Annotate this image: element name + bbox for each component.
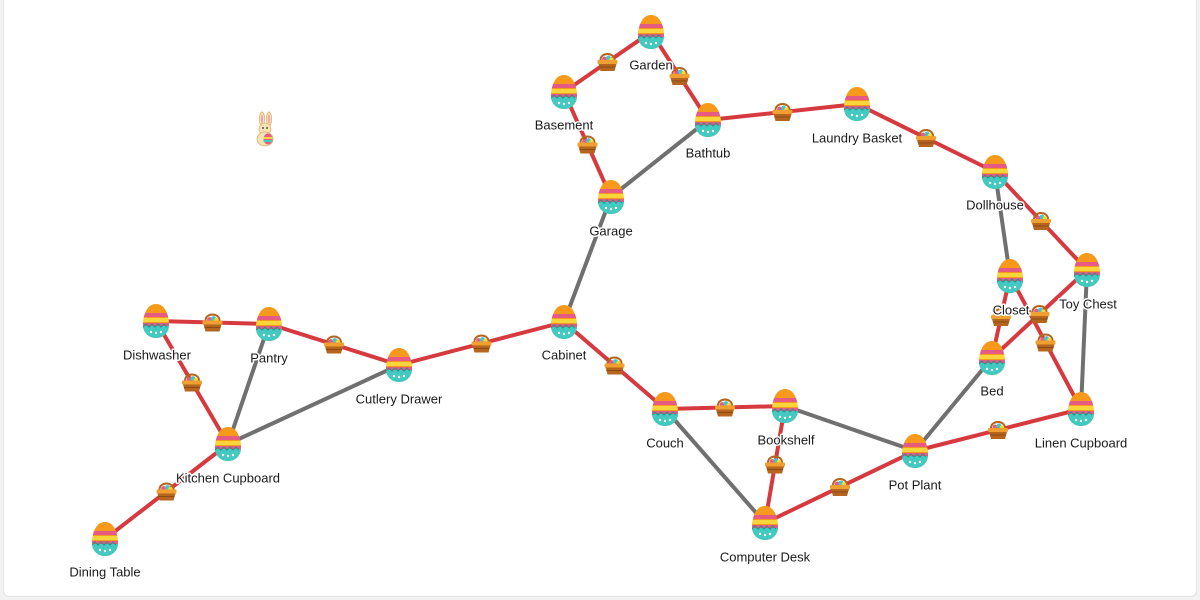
- location-label: Basement: [535, 117, 594, 132]
- path-bed-pot-plant[interactable]: [915, 358, 992, 451]
- easter-egg-icon[interactable]: [978, 340, 1006, 376]
- easter-bunny-icon[interactable]: [257, 112, 273, 146]
- location-pot-plant[interactable]: Pot Plant: [889, 433, 942, 492]
- easter-egg-icon[interactable]: [385, 347, 413, 383]
- location-pantry[interactable]: Pantry: [250, 306, 288, 365]
- path-toy-chest-linen-cupboard[interactable]: [1081, 270, 1087, 409]
- basket-markers-layer: [157, 54, 1056, 501]
- easter-egg-icon[interactable]: [996, 258, 1024, 294]
- easter-egg-icon[interactable]: [981, 154, 1009, 190]
- location-bookshelf[interactable]: Bookshelf: [757, 388, 814, 447]
- easter-egg-icon[interactable]: [597, 179, 625, 215]
- location-label: Pot Plant: [889, 477, 942, 492]
- egg-basket-icon: [765, 457, 785, 474]
- easter-egg-icon[interactable]: [651, 391, 679, 427]
- location-label: Cabinet: [542, 347, 587, 362]
- location-laundry-basket[interactable]: Laundry Basket: [812, 86, 903, 145]
- location-label: Dollhouse: [966, 197, 1024, 212]
- egg-basket-icon: [916, 130, 936, 147]
- easter-egg-icon[interactable]: [550, 74, 578, 110]
- location-label: Couch: [646, 435, 684, 450]
- location-label: Cutlery Drawer: [356, 391, 443, 406]
- egg-basket-icon: [773, 104, 793, 121]
- location-label: Dining Table: [69, 564, 140, 579]
- egg-basket-icon: [324, 337, 344, 354]
- location-label: Garage: [589, 223, 632, 238]
- location-label: Linen Cupboard: [1035, 435, 1128, 450]
- location-toy-chest[interactable]: Toy Chest: [1059, 252, 1117, 311]
- location-computer-desk[interactable]: Computer Desk: [720, 505, 811, 564]
- easter-egg-icon[interactable]: [771, 388, 799, 424]
- easter-egg-icon[interactable]: [550, 304, 578, 340]
- easter-egg-icon[interactable]: [142, 303, 170, 339]
- egg-basket-icon: [203, 315, 223, 332]
- egg-basket-icon: [715, 400, 735, 417]
- location-closet[interactable]: Closet: [993, 258, 1030, 317]
- egg-basket-icon: [598, 54, 618, 71]
- easter-egg-icon[interactable]: [214, 426, 242, 462]
- location-bed[interactable]: Bed: [978, 340, 1006, 398]
- egg-basket-icon: [1030, 306, 1050, 323]
- location-dining-table[interactable]: Dining Table: [69, 521, 140, 579]
- location-basement[interactable]: Basement: [535, 74, 594, 132]
- egg-basket-icon: [605, 358, 625, 375]
- location-label: Bed: [980, 383, 1003, 398]
- location-kitchen-cupboard[interactable]: Kitchen Cupboard: [176, 426, 280, 485]
- easter-egg-icon[interactable]: [1067, 391, 1095, 427]
- location-label: Closet: [993, 302, 1030, 317]
- paths-layer: [105, 32, 1087, 539]
- location-dishwasher[interactable]: Dishwasher: [123, 303, 192, 362]
- egg-basket-icon: [1036, 335, 1056, 352]
- location-label: Bookshelf: [757, 432, 814, 447]
- easter-egg-icon[interactable]: [255, 306, 283, 342]
- easter-egg-icon[interactable]: [91, 521, 119, 557]
- egg-basket-icon: [988, 422, 1008, 439]
- easter-egg-icon[interactable]: [637, 14, 665, 50]
- location-label: Garden: [629, 57, 672, 72]
- location-garage[interactable]: Garage: [589, 179, 632, 238]
- egg-basket-icon: [182, 375, 202, 392]
- egg-basket-icon: [472, 336, 492, 353]
- path-garage-cabinet[interactable]: [564, 197, 611, 322]
- path-couch-computer-desk[interactable]: [665, 409, 765, 523]
- location-label: Laundry Basket: [812, 130, 903, 145]
- egg-basket-icon: [578, 137, 598, 154]
- location-label: Pantry: [250, 350, 288, 365]
- location-label: Bathtub: [686, 145, 731, 160]
- location-label: Computer Desk: [720, 549, 811, 564]
- location-label: Dishwasher: [123, 347, 192, 362]
- egg-basket-icon: [1031, 213, 1051, 230]
- location-linen-cupboard[interactable]: Linen Cupboard: [1035, 391, 1128, 450]
- egg-basket-icon: [830, 479, 850, 496]
- easter-egg-icon[interactable]: [843, 86, 871, 122]
- location-label: Kitchen Cupboard: [176, 470, 280, 485]
- location-label: Toy Chest: [1059, 296, 1117, 311]
- egg-basket-icon: [157, 484, 177, 501]
